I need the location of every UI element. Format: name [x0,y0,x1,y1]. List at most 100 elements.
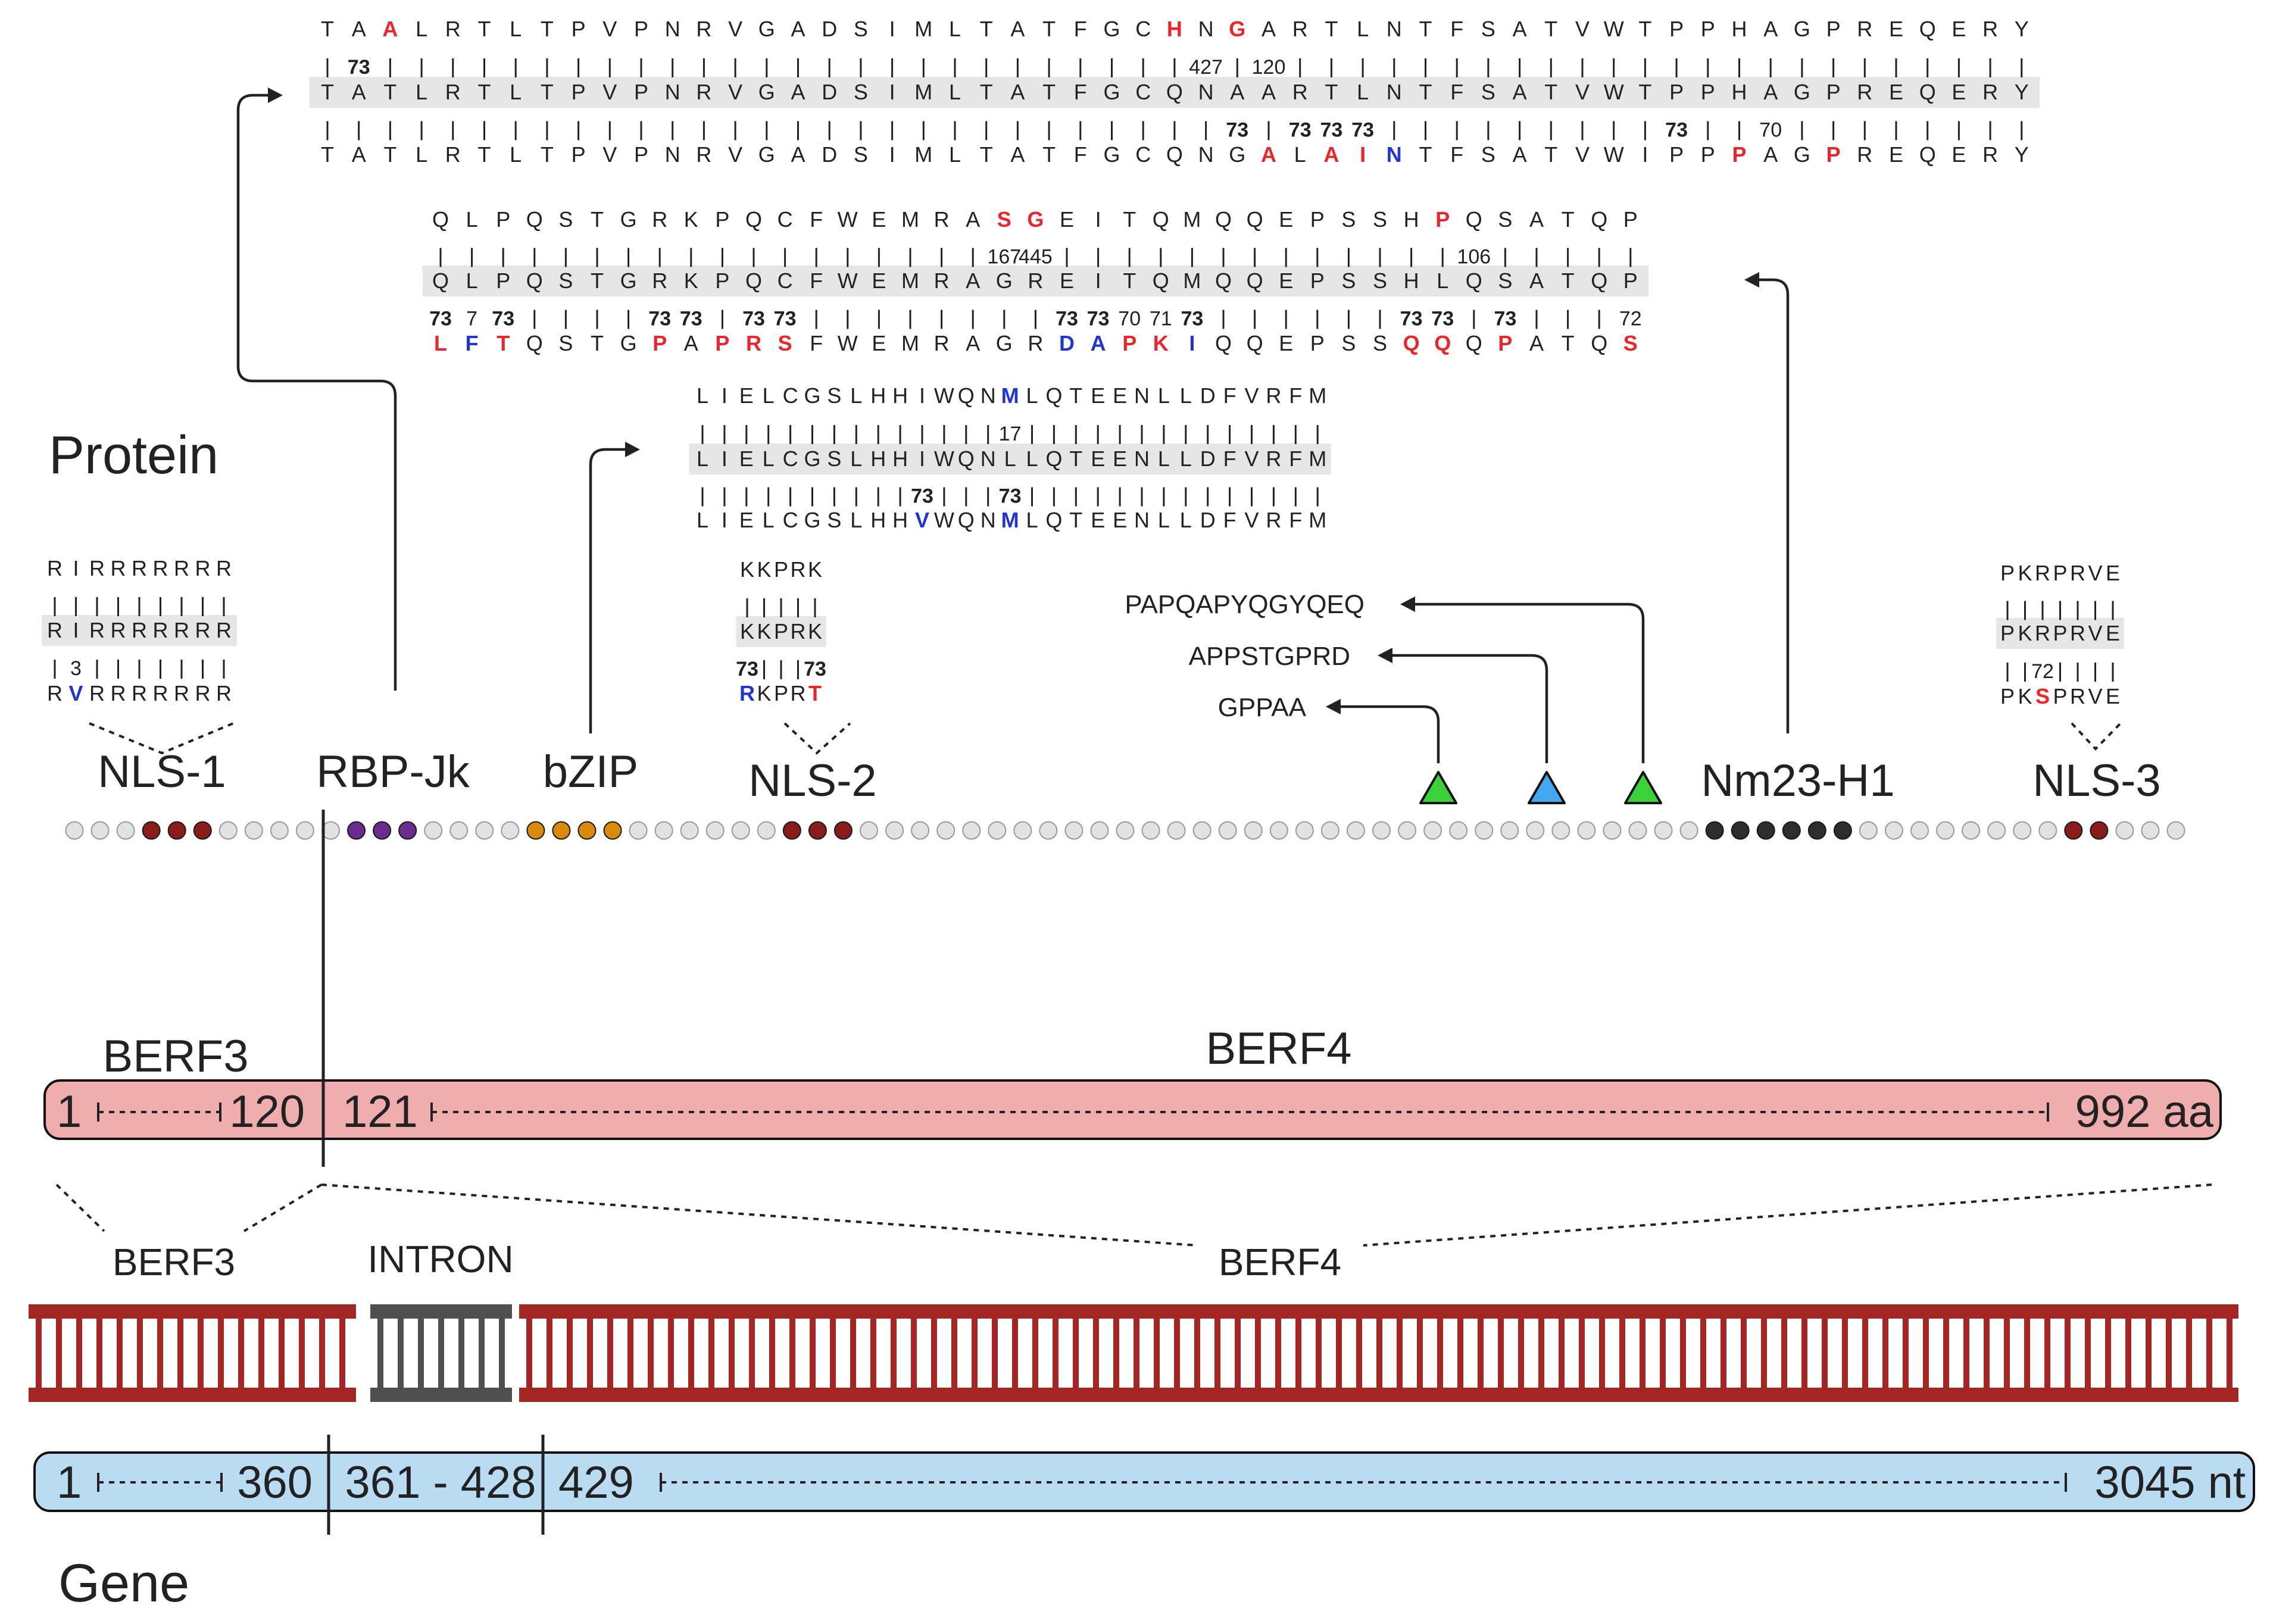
residue: M [1183,207,1201,232]
conservation-score: 73 [804,658,826,680]
residue: P [1732,142,1746,167]
residue: A [966,331,980,355]
residue: R [174,681,189,705]
residue: R [652,207,667,232]
residue: N [1387,142,1402,167]
amino-acid-bead [988,821,1007,840]
residue: T [383,80,396,104]
amino-acid-bead [218,821,238,840]
residue: P [634,17,648,41]
residue: R [1857,17,1872,41]
amino-acid-bead [833,821,853,840]
domain-label-nls1: NLS-1 [98,747,226,797]
alignment-highlight-band [689,444,1331,474]
residue: M [914,80,932,104]
residue: V [728,17,742,41]
protein-end: 992 aa [2075,1086,2214,1137]
residue: L [1158,446,1170,471]
exon2-dna-rung [891,1311,897,1395]
conservation-score: 17 [999,423,1022,445]
residue: A [352,142,366,167]
amino-acid-bead [142,821,161,840]
residue: T [478,17,491,41]
residue: S [1481,17,1495,41]
residue: F [810,207,823,232]
residue: T [541,142,554,167]
amino-acid-bead [1526,821,1545,840]
residue: E [2106,684,2120,708]
residue: K [684,268,698,293]
conservation-score: 73 [1181,308,1203,330]
conservation-score: 70 [1118,308,1141,330]
residue: A [791,142,805,167]
residue: A [352,17,366,41]
exon2-dna-rung [1235,1311,1241,1395]
residue: R [111,681,126,705]
residue: R [445,17,461,41]
conservation-score: 73 [1494,308,1516,330]
conservation-score: 120 [1252,56,1286,79]
residue: S [1498,207,1512,232]
intron-dna-rung [418,1311,424,1395]
amino-acid-bead [1910,821,1929,840]
residue: F [466,331,479,355]
residue: R [195,556,211,580]
residue: R [1028,331,1043,355]
residue: L [697,508,708,532]
residue: L [1357,80,1369,104]
exon2-dna-rung [1660,1311,1666,1395]
residue: P [1669,142,1684,167]
residue: L [850,383,862,408]
residue: S [558,331,573,355]
residue: W [1604,17,1624,41]
protein-seg1-end: 120 [229,1086,305,1137]
exon2-dna-rung [789,1311,795,1395]
gene-label-berf3: BERF3 [113,1241,235,1283]
residue: A [1091,331,1106,355]
residue: R [2035,621,2050,645]
exon2-dna-rung [2186,1311,2192,1395]
residue: P [652,331,667,355]
residue: R [89,618,105,642]
residue: A [684,331,698,355]
residue: R [739,681,755,705]
residue: C [778,268,793,293]
residue: P [774,557,788,582]
domain-label-rbpjk: RBP-Jk [316,747,470,797]
residue: L [949,80,961,104]
amino-acid-bead [1116,821,1135,840]
amino-acid-bead [1269,821,1288,840]
residue: T [1069,383,1082,408]
amino-acid-bead [1705,821,1724,840]
amino-acid-bead [2115,821,2134,840]
residue: K [2018,684,2032,708]
amino-acid-bead [1987,821,2006,840]
amino-acid-bead [1013,821,1032,840]
residue: R [111,556,126,580]
residue: G [1229,17,1245,41]
residue: I [722,383,727,408]
residue: R [2070,684,2085,708]
residue: L [466,268,478,293]
residue: Q [958,446,975,471]
residue: E [1951,142,1966,167]
residue: G [1794,17,1810,41]
residue: L [763,383,775,408]
residue: N [981,446,996,471]
residue: L [1294,142,1306,167]
exon1-dna-rung [198,1311,204,1395]
residue: R [696,142,711,167]
residue: G [996,331,1013,355]
residue: E [1113,446,1127,471]
residue: F [1223,446,1237,471]
exon2-dna-rung [607,1311,613,1395]
amino-acid-bead [501,821,520,840]
exon2-dna-rung [830,1311,836,1395]
exon2-dna-rung [1154,1311,1160,1395]
residue: I [919,446,925,471]
conservation-score: 73 [492,308,514,330]
residue: Q [1166,80,1183,104]
residue: Q [1919,80,1936,104]
conservation-score: 73 [1226,119,1248,142]
residue: Q [526,331,543,355]
